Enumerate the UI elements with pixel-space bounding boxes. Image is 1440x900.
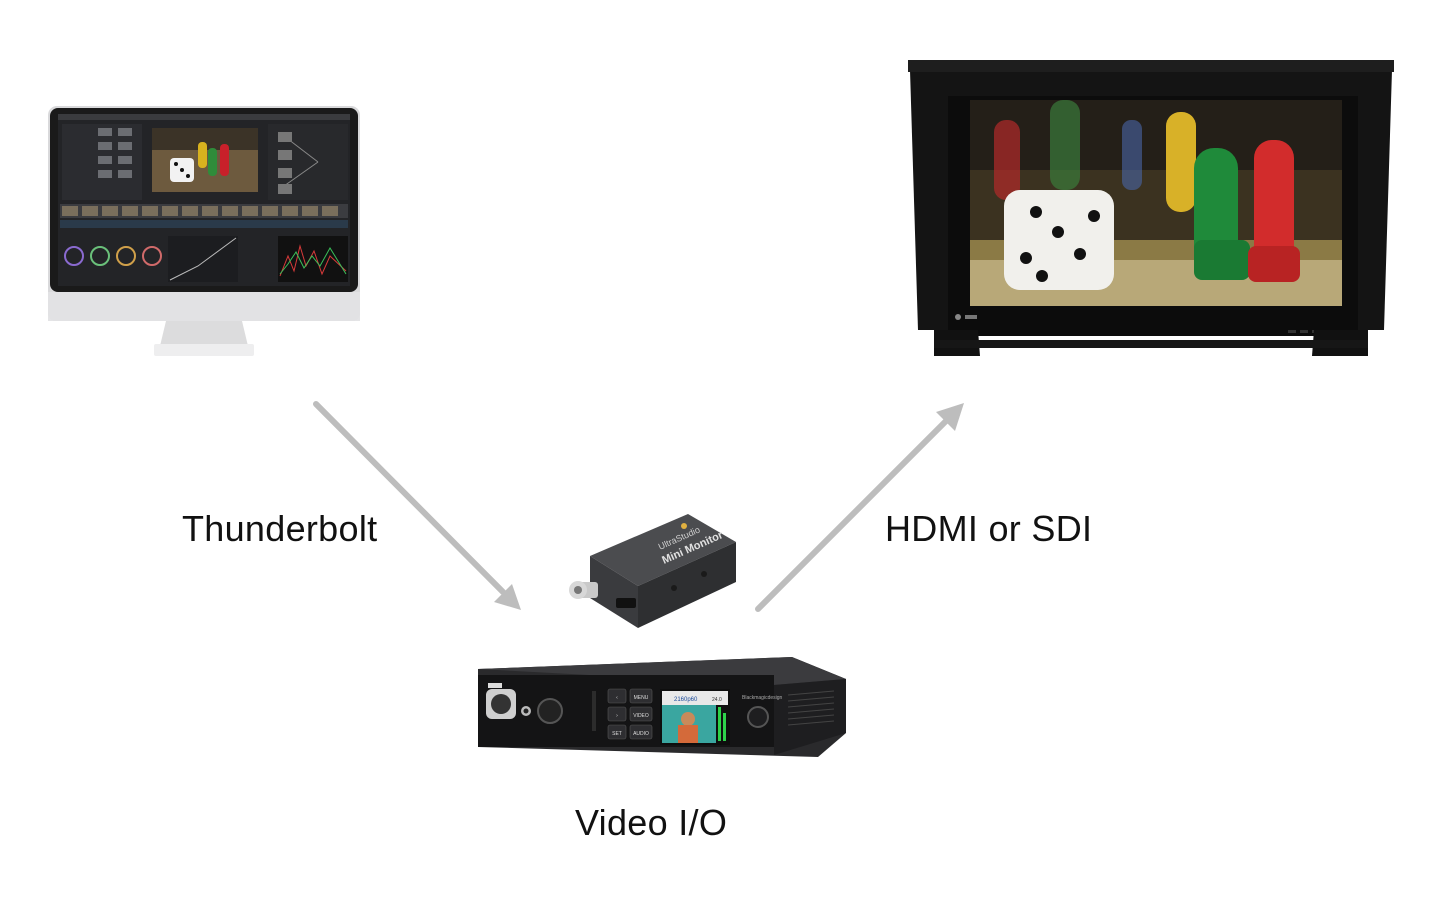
mini-monitor-device-image: UltraStudio Mini Monitor (568, 512, 738, 632)
hdmi-sdi-arrow (758, 403, 964, 609)
reference-monitor-image (908, 60, 1394, 360)
thunderbolt-arrow (316, 404, 521, 610)
io-screen-value: 24.0 (712, 697, 722, 703)
hdmi-sdi-label: HDMI or SDI (885, 508, 1092, 550)
io-brand-text: Blackmagicdesign (742, 695, 783, 701)
io-button-menu: MENU (634, 695, 649, 701)
computer-imac-image (48, 106, 360, 358)
video-io-label: Video I/O (575, 802, 727, 844)
video-io-device-image: ‹ MENU › VIDEO SET AUDIO 2160p60 24.0 Bl… (474, 655, 848, 760)
io-screen-format: 2160p60 (674, 697, 698, 703)
io-button-audio: AUDIO (633, 731, 649, 737)
thunderbolt-label: Thunderbolt (182, 508, 377, 550)
io-button-set: SET (612, 731, 622, 737)
io-button-video: VIDEO (633, 713, 649, 719)
